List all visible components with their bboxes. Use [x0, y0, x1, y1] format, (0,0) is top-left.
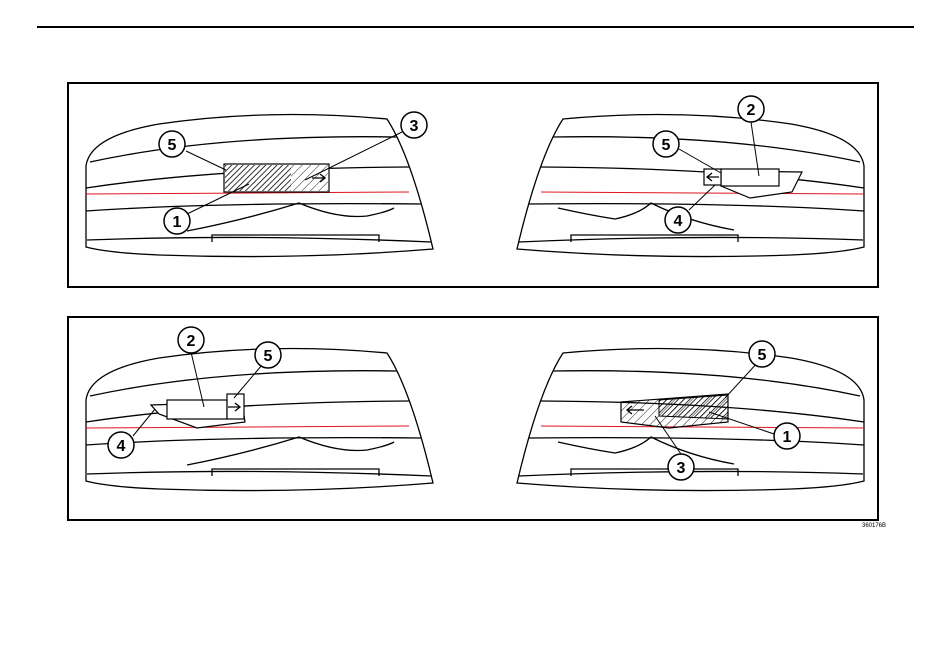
svg-text:1: 1	[783, 429, 792, 446]
callout-5-bottom-left: 5	[255, 342, 281, 368]
lamp-lens-top-right	[517, 115, 864, 257]
svg-text:5: 5	[662, 137, 671, 154]
diagram-panel-bottom: 2 5 4	[67, 316, 879, 521]
callout-1-bottom-right: 1	[774, 423, 800, 449]
svg-text:5: 5	[758, 347, 767, 364]
lamp-lens-bottom-left	[86, 349, 433, 491]
figure-code: 360176B	[862, 523, 886, 529]
diagram-top-svg: 5 3 1	[69, 84, 881, 290]
callout-3-top-left: 3	[401, 112, 427, 138]
svg-text:5: 5	[168, 137, 177, 154]
svg-text:2: 2	[187, 333, 196, 350]
svg-text:5: 5	[264, 348, 273, 365]
callout-2-top-right: 2	[738, 96, 764, 122]
callout-2-bottom-left: 2	[178, 327, 204, 353]
diagram-bottom-svg: 2 5 4	[69, 318, 881, 523]
callout-4-top-right: 4	[665, 207, 691, 233]
svg-text:4: 4	[674, 213, 683, 230]
lock-insert-top-left	[224, 164, 329, 192]
callout-1-top-left: 1	[164, 208, 190, 234]
callout-5-top-right: 5	[653, 131, 679, 157]
callout-5-bottom-right: 5	[749, 341, 775, 367]
svg-text:3: 3	[677, 460, 686, 477]
header-rule	[37, 26, 914, 28]
callout-5-top-left: 5	[159, 131, 185, 157]
svg-text:4: 4	[117, 438, 126, 455]
callout-3-bottom-right: 3	[668, 454, 694, 480]
svg-text:1: 1	[173, 214, 182, 231]
diagram-panel-top: 5 3 1	[67, 82, 879, 288]
callout-4-bottom-left: 4	[108, 432, 134, 458]
svg-text:2: 2	[747, 102, 756, 119]
svg-text:3: 3	[410, 118, 419, 135]
